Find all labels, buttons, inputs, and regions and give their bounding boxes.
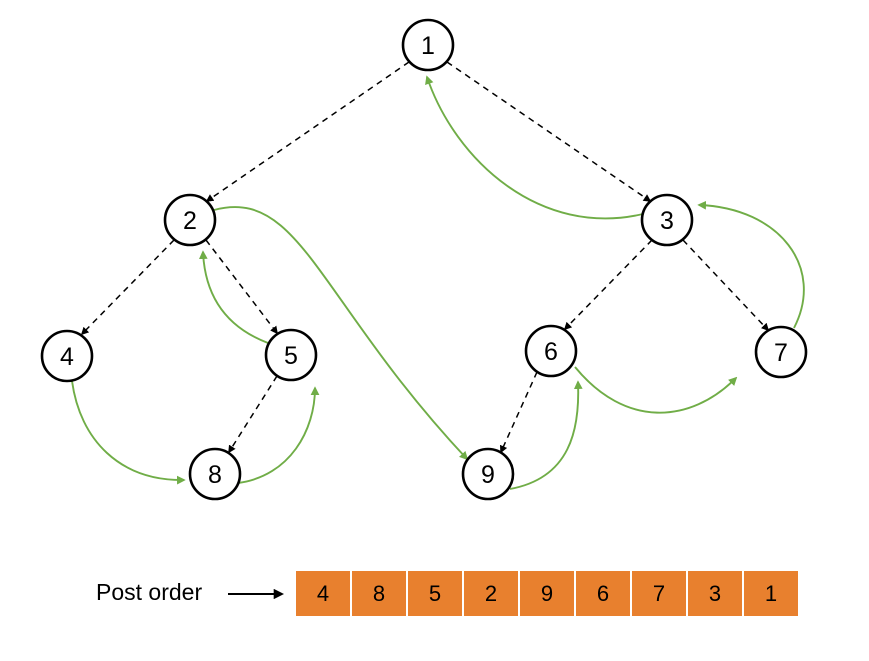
post-order-cell: 6 [576, 571, 630, 616]
tree-edge-1-3 [446, 61, 652, 202]
tree-node-4[interactable]: 4 [40, 329, 94, 383]
tree-node-3[interactable]: 3 [640, 193, 694, 247]
node-6-label: 6 [544, 338, 558, 366]
post-order-cell: 4 [296, 571, 350, 616]
node-5-circle [264, 328, 318, 382]
tree-edge-6-9 [500, 371, 538, 454]
node-group: 1 2 3 4 5 6 7 [40, 18, 808, 501]
traversal-edge-group [71, 75, 805, 490]
node-9-circle [461, 447, 515, 501]
tree-node-7[interactable]: 7 [754, 325, 808, 379]
post-order-cell: 5 [408, 571, 462, 616]
tree-edge-2-5 [205, 239, 278, 335]
node-4-circle [40, 329, 94, 383]
tree-edge-3-7 [682, 239, 770, 332]
node-7-circle [754, 325, 808, 379]
traversal-edge-9-6 [509, 380, 583, 490]
node-8-circle [188, 447, 242, 501]
tree-node-6[interactable]: 6 [524, 324, 578, 378]
node-1-label: 1 [421, 32, 435, 60]
node-3-circle [640, 193, 694, 247]
node-7-label: 7 [774, 339, 788, 367]
tree-node-5[interactable]: 5 [264, 328, 318, 382]
post-order-array: 4 8 5 2 9 6 7 3 1 [296, 571, 798, 616]
node-6-circle [524, 324, 578, 378]
traversal-edge-4-8 [71, 380, 186, 485]
node-3-label: 3 [660, 207, 674, 235]
traversal-edge-5-2 [198, 250, 269, 344]
post-order-cell: 8 [352, 571, 406, 616]
traversal-edge-2-9 [213, 206, 469, 461]
tree-node-1[interactable]: 1 [401, 18, 455, 72]
node-4-label: 4 [60, 343, 74, 371]
node-5-label: 5 [284, 342, 298, 370]
post-order-cell: 1 [744, 571, 798, 616]
post-order-cell: 9 [520, 571, 574, 616]
post-order-cell: 3 [688, 571, 742, 616]
node-9-label: 9 [481, 461, 495, 489]
traversal-edge-8-5 [237, 386, 320, 484]
post-order-cell: 7 [632, 571, 686, 616]
post-order-label: Post order [96, 579, 203, 605]
tree-edge-2-4 [80, 239, 175, 336]
tree-node-2[interactable]: 2 [163, 193, 217, 247]
traversal-edge-6-7 [574, 366, 738, 414]
tree-node-8[interactable]: 8 [188, 447, 242, 501]
traversal-edge-3-1 [425, 75, 644, 220]
tree-edge-5-8 [228, 375, 278, 454]
tree-node-9[interactable]: 9 [461, 447, 515, 501]
tree-edge-1-2 [205, 61, 410, 202]
tree-edge-group [80, 61, 770, 454]
node-2-label: 2 [183, 207, 197, 235]
node-8-label: 8 [208, 461, 222, 489]
traversal-edge-7-3 [697, 200, 805, 329]
post-order-cell: 2 [464, 571, 518, 616]
tree-edge-3-6 [563, 239, 653, 331]
node-2-circle [163, 193, 217, 247]
node-1-circle [401, 18, 455, 72]
